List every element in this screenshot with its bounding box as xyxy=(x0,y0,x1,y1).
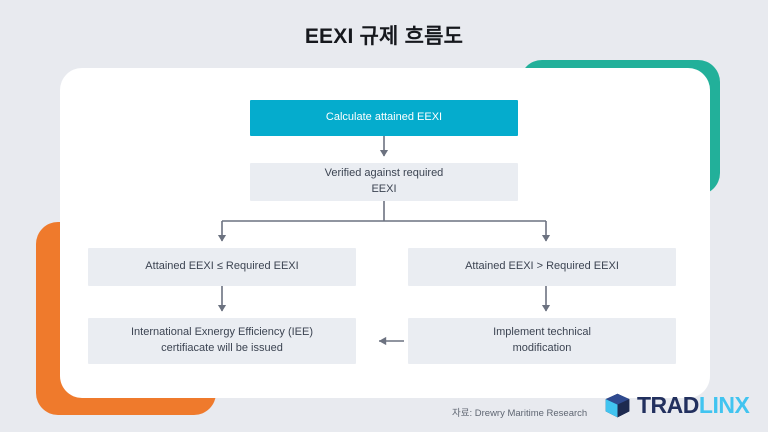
flow-node-attained-le-required[interactable]: Attained EEXI ≤ Required EEXI xyxy=(88,248,356,286)
flow-node-iee-certificate-issued[interactable]: International Exnergy Efficiency (IEE)ce… xyxy=(88,318,356,364)
source-note: 자료: Drewry Maritime Research xyxy=(452,408,588,419)
logo-wordmark: TRADLINX xyxy=(637,392,750,418)
logo-text-primary: TRAD xyxy=(637,392,699,418)
cube-icon xyxy=(605,393,630,418)
flow-node-calculate-attained-eexi[interactable]: Calculate attained EEXI xyxy=(250,100,518,136)
page-title: EEXI 규제 흐름도 xyxy=(304,25,464,48)
flow-node-attained-gt-required[interactable]: Attained EEXI > Required EEXI xyxy=(408,248,676,286)
tradlinx-logo[interactable]: TRADLINX xyxy=(604,392,750,419)
logo-text-secondary: LINX xyxy=(698,392,750,418)
